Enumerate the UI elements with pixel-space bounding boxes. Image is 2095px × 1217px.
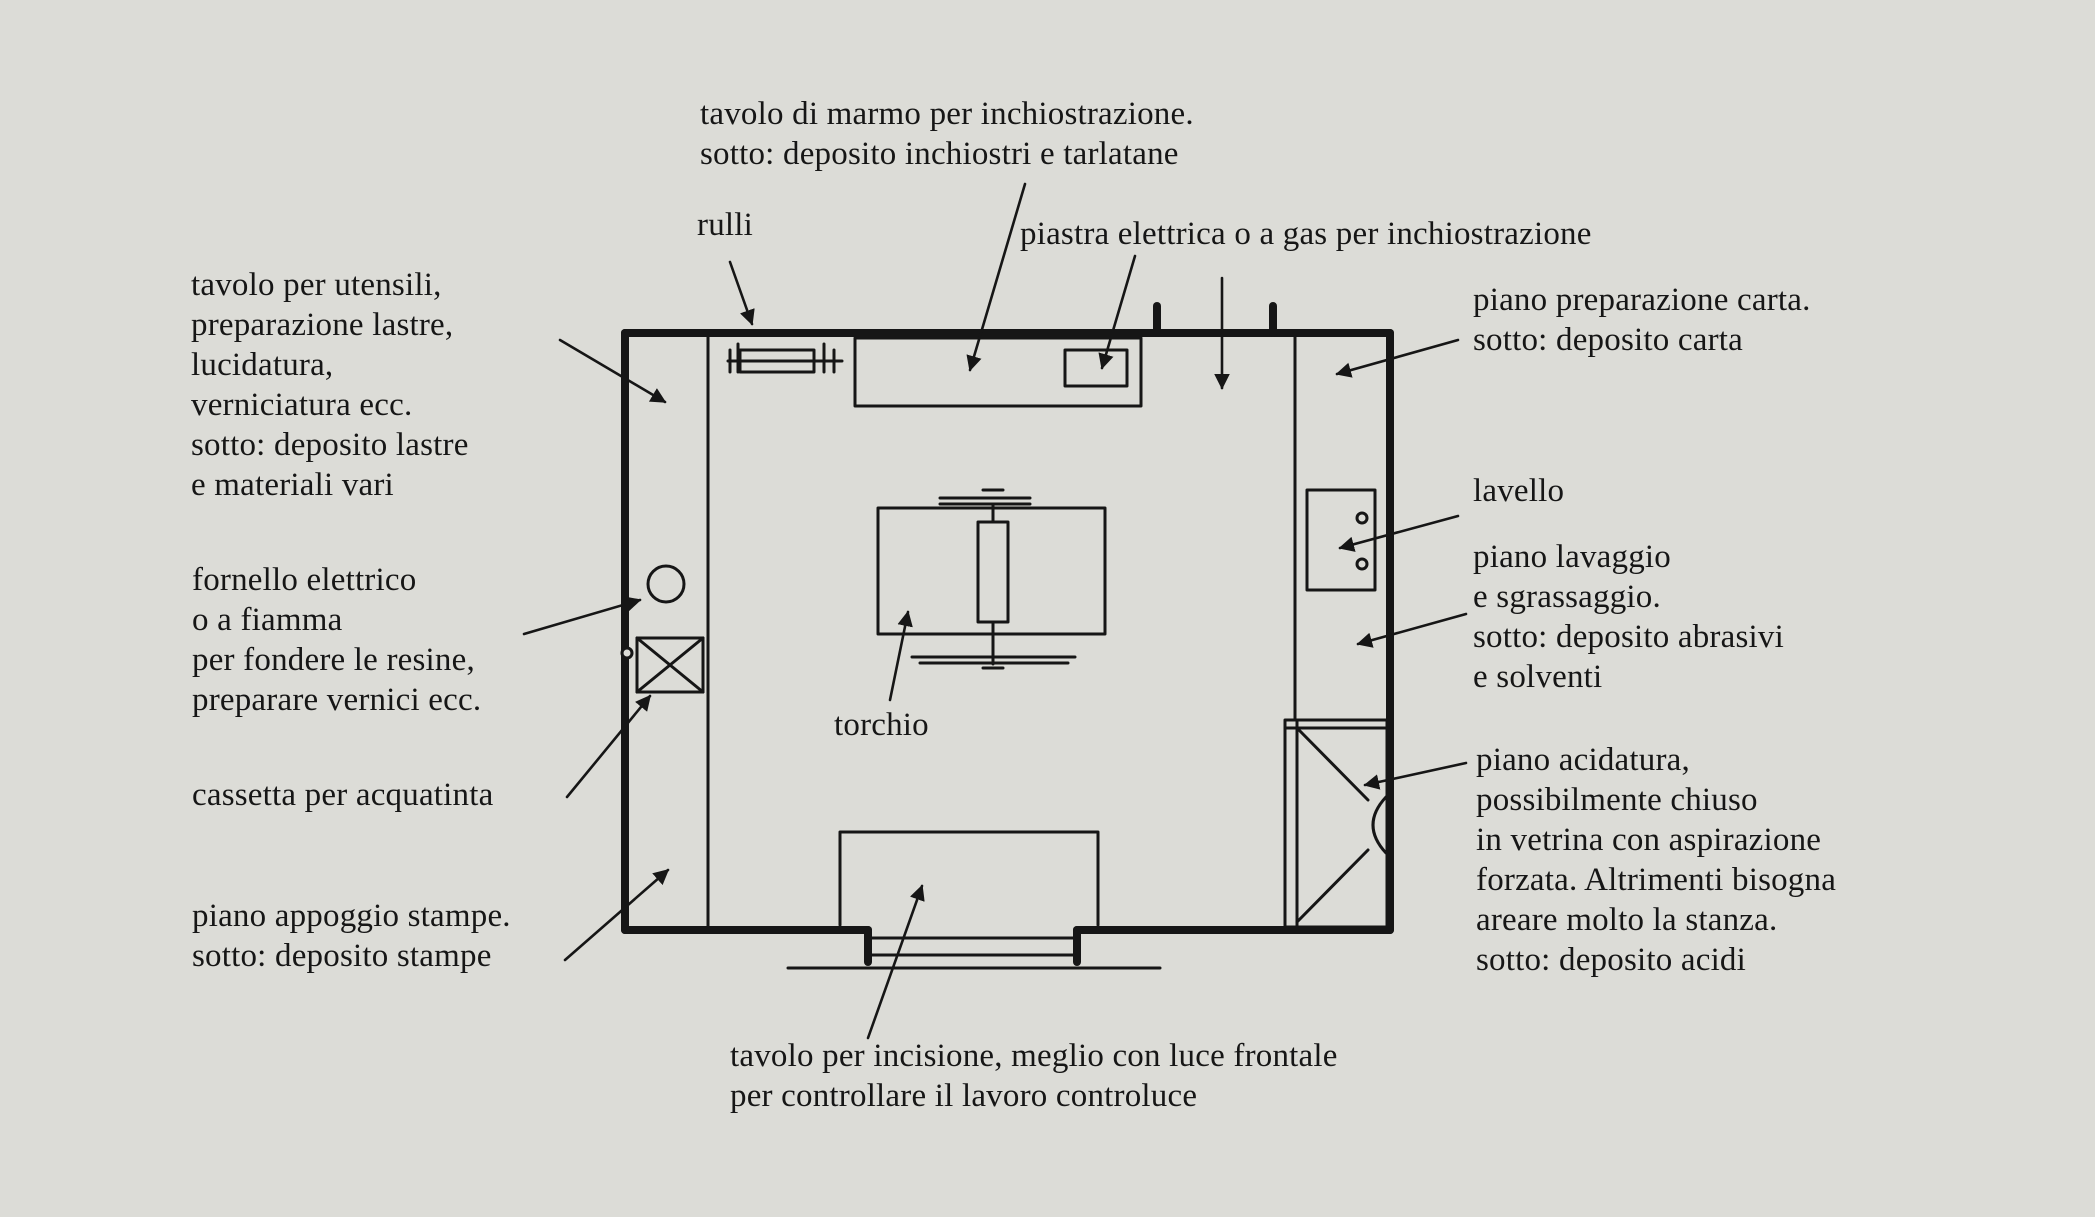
aquatint-box (620, 636, 705, 694)
arrow-press (888, 610, 913, 702)
arrow-sink (1338, 514, 1460, 552)
arrow-paper-prep (1335, 338, 1460, 378)
arrow-print-rest (563, 868, 670, 962)
door (786, 926, 1162, 970)
arrow-tool-table (558, 338, 667, 404)
arrow-engraving (866, 884, 925, 1040)
label-print-rest: piano appoggio stampe. sotto: deposito s… (192, 898, 511, 974)
stove-burner (646, 564, 686, 604)
arrow-aquatint (565, 694, 652, 799)
room-walls (621, 329, 1394, 934)
label-tool-table: tavolo per utensili, preparazione lastre… (191, 267, 469, 503)
label-engraving-table: tavolo per incisione, meglio con luce fr… (730, 1038, 1338, 1114)
arrow-hotplate (1098, 254, 1137, 370)
engraving-table (838, 830, 1100, 927)
label-hotplate: piastra elettrica o a gas per inchiostra… (1020, 216, 1592, 252)
label-acid-bench: piano acidatura, possibilmente chiuso in… (1476, 742, 1837, 978)
arrow-stove (522, 596, 642, 636)
acid-bench (1283, 718, 1389, 929)
leader-arrows (522, 182, 1468, 1040)
sink (1305, 488, 1377, 592)
marble-table (853, 336, 1143, 408)
label-stove: fornello elettrico o a fiamma per fonder… (192, 562, 482, 718)
printing-press (876, 488, 1107, 670)
arrow-washing (1356, 612, 1468, 648)
label-press: torchio (834, 707, 929, 743)
label-sink: lavello (1473, 473, 1565, 509)
label-rollers: rulli (697, 207, 753, 243)
rollers (726, 342, 844, 374)
arrow-rollers (728, 260, 755, 326)
arrow-marble-table (966, 182, 1027, 372)
label-aquatint-box: cassetta per acquatinta (192, 777, 494, 813)
arrow-acid (1363, 761, 1468, 790)
label-paper-prep: piano preparazione carta. sotto: deposit… (1473, 282, 1811, 358)
label-marble-table: tavolo di marmo per inchiostrazione. sot… (700, 96, 1194, 172)
label-washing: piano lavaggio e sgrassaggio. sotto: dep… (1473, 539, 1784, 695)
